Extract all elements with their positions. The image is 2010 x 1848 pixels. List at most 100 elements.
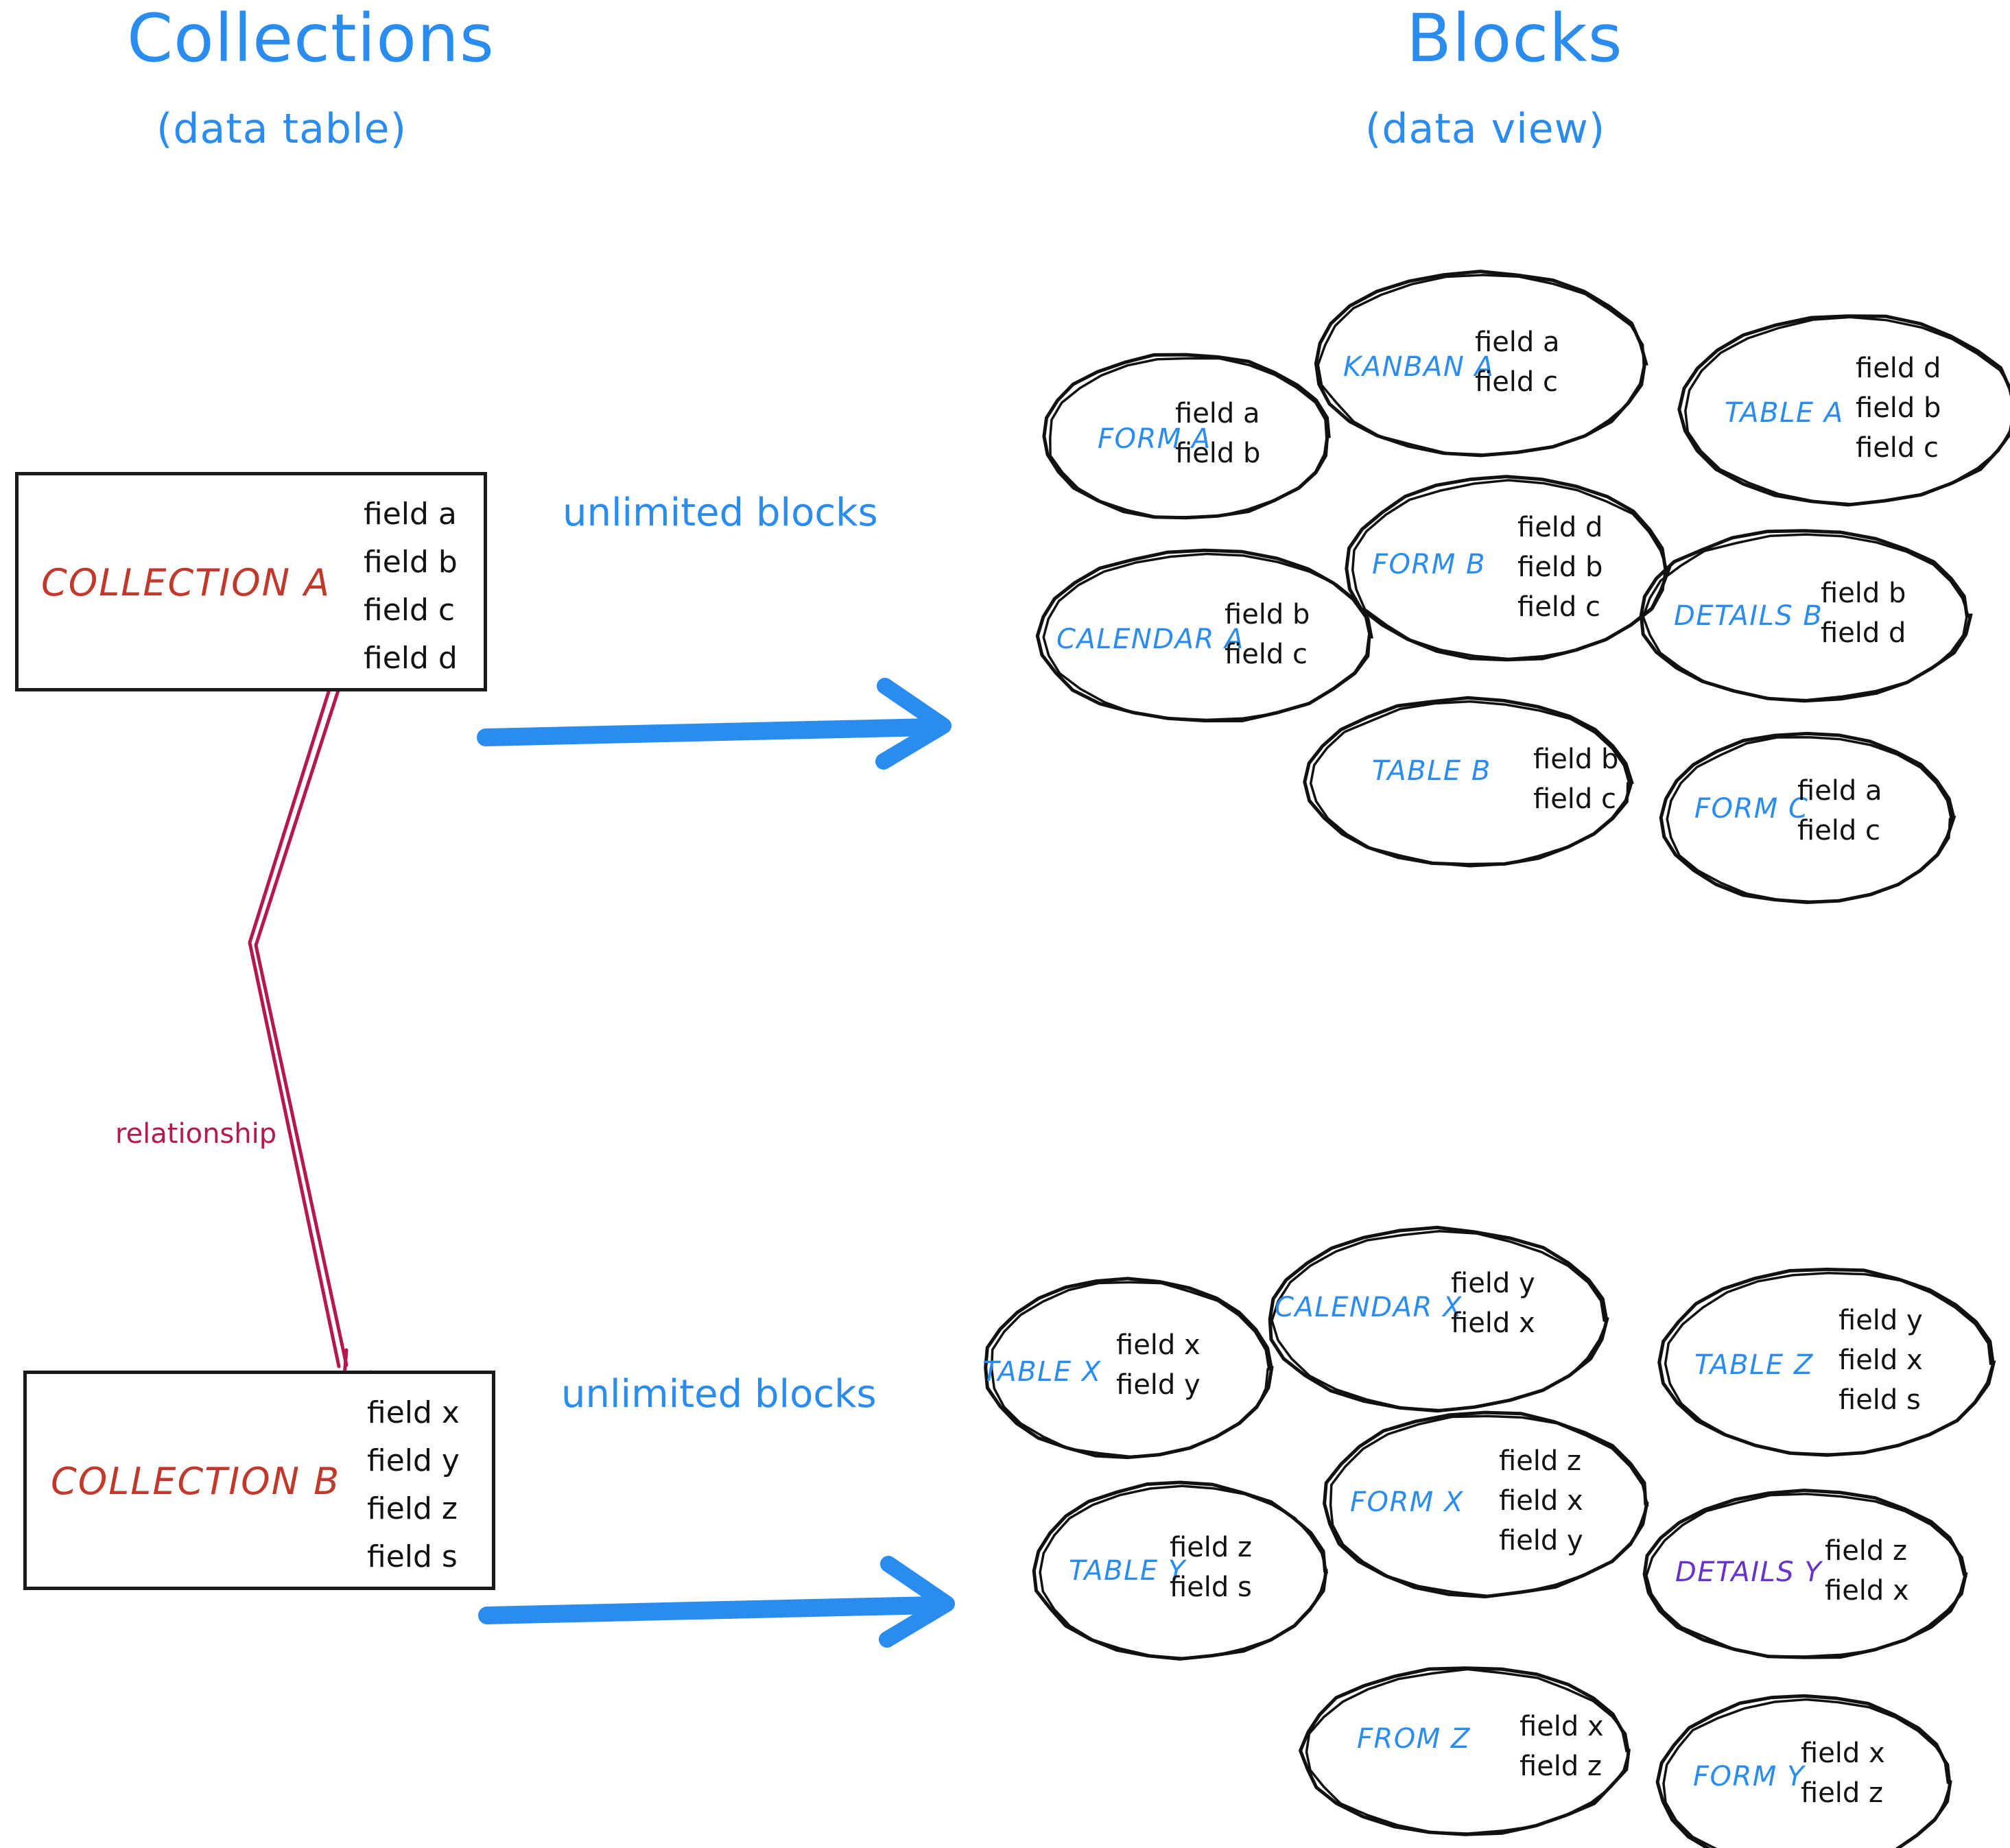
block-ellipse-outline (1042, 552, 1373, 722)
collection-a-box[interactable] (15, 472, 487, 691)
unlimited-blocks-label-a: unlimited blocks (563, 490, 878, 535)
block-field: field x (1801, 1738, 1885, 1769)
block-field: field z (1499, 1445, 1582, 1477)
block-field: field s (1170, 1572, 1252, 1603)
block-label-table-y[interactable]: TABLE Y (1069, 1555, 1186, 1587)
block-field: field a (1797, 775, 1882, 807)
block-field: field c (1856, 432, 1939, 464)
block-field: field d (1856, 353, 1941, 384)
block-label-form-x[interactable]: FORM X (1350, 1486, 1464, 1518)
block-field: field x (1838, 1344, 1923, 1376)
block-fields-details-b: field b field d (1821, 580, 1906, 647)
block-field: field b (1856, 392, 1941, 424)
collection-a-field-3: field d (364, 641, 458, 676)
block-field: field s (1838, 1384, 1921, 1416)
relationship-label: relationship (115, 1118, 277, 1150)
block-ellipse-outline (1270, 1229, 1609, 1412)
block-fields-kanban-a: field a field c (1475, 329, 1560, 396)
block-field: field c (1475, 366, 1559, 398)
collection-b-field-3: field s (367, 1539, 458, 1574)
collections-title: Collections (127, 0, 495, 77)
collections-subtitle: (data table) (156, 105, 407, 153)
block-label-table-z[interactable]: TABLE Z (1694, 1349, 1814, 1381)
collection-a-field-0: field a (364, 497, 457, 532)
block-field: field b (1225, 599, 1310, 630)
block-label-details-b[interactable]: DETAILS B (1674, 600, 1823, 632)
block-ellipse-outline (1303, 696, 1634, 866)
block-ellipse-outline (1684, 316, 2010, 506)
block-field: field x (1520, 1711, 1604, 1742)
block-label-table-a[interactable]: TABLE A (1725, 397, 1844, 429)
block-field: field b (1533, 744, 1619, 775)
block-ellipse-outline (1323, 1410, 1649, 1599)
block-fields-table-x: field x field y (1116, 1331, 1201, 1399)
block-ellipse-outline (1666, 735, 1953, 903)
block-ellipse-outline (1309, 700, 1631, 868)
block-field: field b (1517, 552, 1603, 583)
collection-b-field-1: field y (367, 1443, 460, 1478)
block-label-kanban-a[interactable]: KANBAN A (1343, 351, 1495, 383)
block-fields-form-c: field a field c (1797, 777, 1882, 844)
block-ellipse-outline (1639, 529, 1973, 703)
block-fields-table-b: field b field c (1533, 746, 1618, 813)
unlimited-blocks-label-b: unlimited blocks (561, 1372, 877, 1417)
block-field: field y (1499, 1525, 1583, 1556)
block-field: field c (1533, 783, 1617, 815)
block-label-details-y[interactable]: DETAILS Y (1675, 1556, 1823, 1588)
block-fields-calendar-x: field y field x (1451, 1270, 1535, 1337)
block-label-form-a[interactable]: FORM A (1098, 423, 1211, 455)
block-field: field y (1116, 1369, 1201, 1401)
block-field: field x (1116, 1329, 1201, 1361)
block-label-table-b[interactable]: TABLE B (1372, 755, 1491, 787)
block-field: field a (1175, 398, 1260, 429)
block-field: field a (1475, 327, 1560, 358)
unlimited-blocks-arrow-b (478, 1556, 955, 1648)
block-ellipse-outline (1032, 1480, 1328, 1661)
block-field: field z (1825, 1535, 1908, 1567)
block-field: field c (1797, 815, 1881, 846)
block-label-calendar-a[interactable]: CALENDAR A (1056, 624, 1244, 655)
blocks-subtitle: (data view) (1365, 105, 1606, 153)
block-label-form-c[interactable]: FORM C (1694, 793, 1809, 825)
block-ellipse-outline (1645, 1493, 1967, 1658)
block-label-table-x[interactable]: TABLE X (982, 1356, 1102, 1388)
block-field: field b (1175, 438, 1261, 469)
block-ellipse-outline (1351, 479, 1669, 661)
block-fields-form-x: field z field x field y (1499, 1447, 1583, 1554)
collection-a-field-1: field b (364, 545, 458, 580)
block-field: field c (1517, 591, 1601, 623)
block-ellipse-outline (1664, 1272, 1996, 1456)
collection-b-box[interactable] (23, 1371, 495, 1590)
blocks-title: Blocks (1406, 0, 1623, 77)
block-field: field d (1821, 617, 1906, 649)
block-label-calendar-x[interactable]: CALENDAR X (1275, 1292, 1463, 1323)
block-ellipse-outline (1049, 357, 1329, 519)
block-field: field x (1451, 1307, 1535, 1339)
block-label-from-z[interactable]: FROM Z (1357, 1723, 1471, 1755)
block-field: field d (1517, 512, 1603, 543)
collection-b-field-2: field z (367, 1491, 458, 1526)
collection-b-field-0: field x (367, 1395, 460, 1430)
block-ellipse-outline (1655, 1694, 1952, 1848)
collection-b-fields: field x field y field z field s (367, 1398, 460, 1572)
block-ellipse-outline (1042, 353, 1331, 520)
block-ellipse-outline (1305, 1668, 1631, 1835)
block-ellipse-outline (1039, 1484, 1329, 1659)
block-field: field b (1821, 578, 1906, 609)
collection-b-name: COLLECTION B (51, 1460, 341, 1503)
block-field: field y (1451, 1268, 1535, 1299)
block-label-form-b[interactable]: FORM B (1372, 549, 1486, 580)
collection-a-name: COLLECTION A (41, 561, 331, 604)
block-fields-form-a: field a field b (1175, 400, 1260, 467)
block-field: field x (1499, 1485, 1583, 1517)
collection-a-field-2: field c (364, 593, 456, 628)
block-ellipse-outline (1329, 1414, 1649, 1598)
block-label-form-y[interactable]: FORM Y (1693, 1761, 1805, 1792)
